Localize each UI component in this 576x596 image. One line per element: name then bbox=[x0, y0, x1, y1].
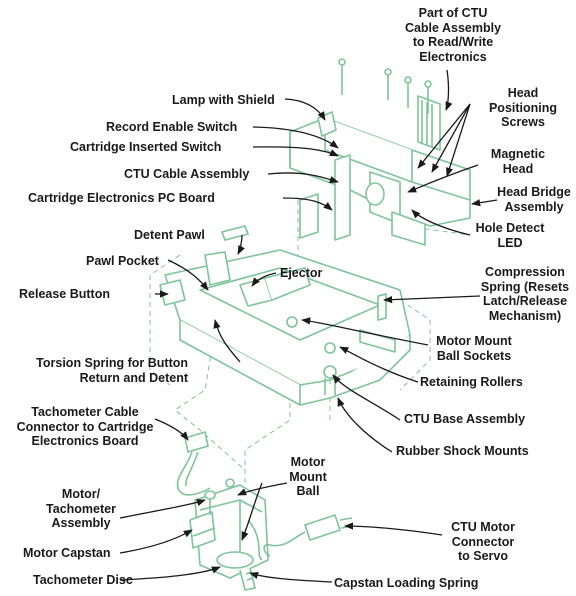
label-capstan-loading-spring: Capstan Loading Spring bbox=[334, 576, 479, 590]
label-ejector: Ejector bbox=[280, 266, 323, 280]
ctu-motor-connector-drawing bbox=[263, 513, 354, 557]
label-ctu-base-assembly: CTU Base Assembly bbox=[404, 412, 526, 426]
label-head-bridge-assembly: Head Bridge Assembly bbox=[497, 185, 571, 214]
label-release-button: Release Button bbox=[19, 287, 110, 301]
label-rubber-shock-mounts: Rubber Shock Mounts bbox=[396, 444, 529, 458]
label-motor-mount-ball-sockets: Motor Mount Ball Sockets bbox=[436, 334, 512, 363]
label-lamp-with-shield: Lamp with Shield bbox=[172, 93, 275, 107]
label-ctu-cable-assembly: CTU Cable Assembly bbox=[124, 167, 250, 181]
tachometer-cable-drawing bbox=[176, 430, 211, 496]
label-magnetic-head: Magnetic Head bbox=[490, 147, 546, 176]
label-retaining-rollers: Retaining Rollers bbox=[420, 375, 523, 389]
label-torsion-spring: Torsion Spring for Button Return and Det… bbox=[36, 356, 188, 385]
motor-assembly-drawing bbox=[189, 478, 269, 591]
label-motor-tachometer-assembly: Motor/ Tachometer Assembly bbox=[46, 487, 116, 530]
label-head-positioning-screws: Head Positioning Screws bbox=[488, 86, 558, 129]
label-motor-mount-ball: Motor Mount Ball bbox=[289, 455, 327, 498]
label-cartridge-electronics-pc-board: Cartridge Electronics PC Board bbox=[28, 191, 215, 205]
label-cartridge-inserted-switch: Cartridge Inserted Switch bbox=[70, 140, 222, 154]
label-tachometer-cable-connector: Tachometer Cable Connector to Cartridge … bbox=[16, 405, 154, 448]
label-hole-detect-led: Hole Detect LED bbox=[475, 221, 545, 250]
leader-lines bbox=[119, 69, 498, 583]
label-motor-capstan: Motor Capstan bbox=[23, 546, 111, 560]
label-compression-spring: Compression Spring (Resets Latch/Release… bbox=[480, 265, 570, 323]
label-pawl-pocket: Pawl Pocket bbox=[86, 254, 159, 268]
detent-pawl-drawing bbox=[220, 225, 250, 241]
label-tachometer-disc: Tachometer Disc bbox=[33, 573, 133, 587]
label-part-of-ctu-cable: Part of CTU Cable Assembly to Read/Write… bbox=[404, 6, 502, 64]
label-ctu-motor-connector: CTU Motor Connector to Servo bbox=[451, 520, 515, 563]
label-record-enable-switch: Record Enable Switch bbox=[106, 120, 238, 134]
label-detent-pawl: Detent Pawl bbox=[134, 228, 205, 242]
